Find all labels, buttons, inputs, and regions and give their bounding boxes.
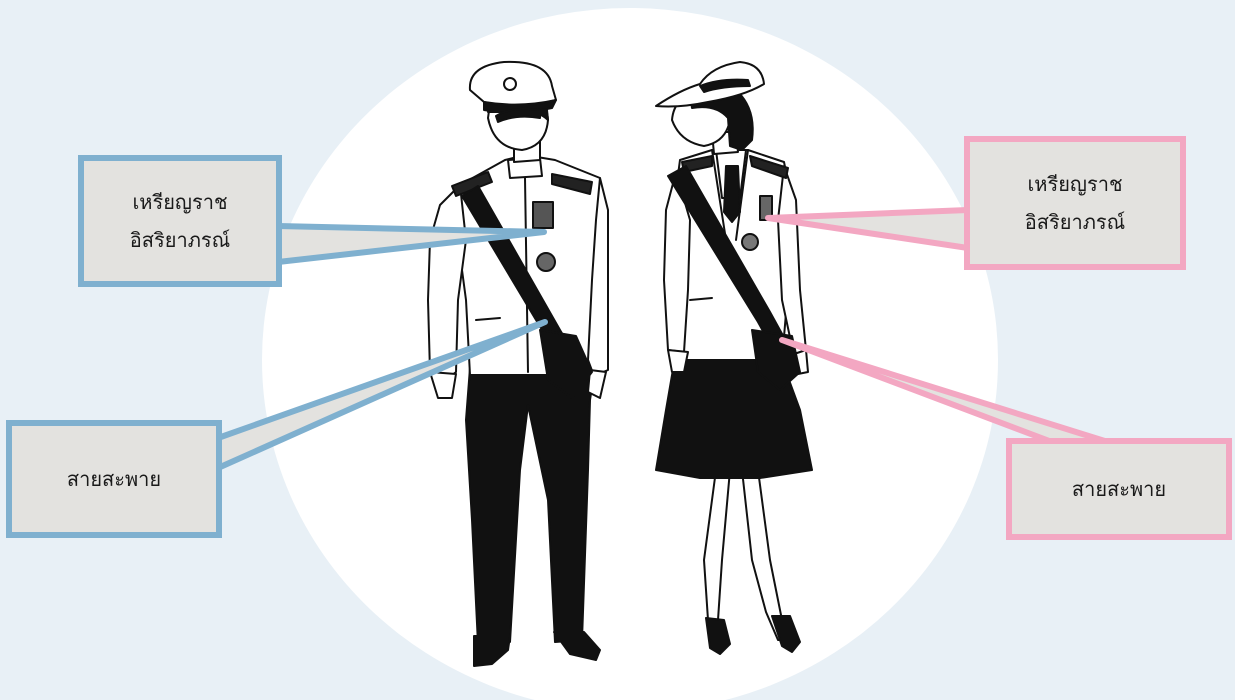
- female-sash-callout: สายสะพาย: [1006, 438, 1232, 540]
- female-medal-label-line1: เหรียญราช: [1027, 165, 1122, 203]
- background-circle: [262, 8, 998, 700]
- male-medal-label-line2: อิสริยาภรณ์: [130, 221, 230, 259]
- female-medal-callout: เหรียญราช อิสริยาภรณ์: [964, 136, 1186, 270]
- female-sash-label: สายสะพาย: [1072, 470, 1166, 508]
- female-medal-label-line2: อิสริยาภรณ์: [1025, 203, 1125, 241]
- male-medal-label-line1: เหรียญราช: [132, 183, 227, 221]
- male-sash-callout: สายสะพาย: [6, 420, 222, 538]
- male-medal-callout: เหรียญราช อิสริยาภรณ์: [78, 155, 282, 287]
- male-sash-label: สายสะพาย: [67, 460, 161, 498]
